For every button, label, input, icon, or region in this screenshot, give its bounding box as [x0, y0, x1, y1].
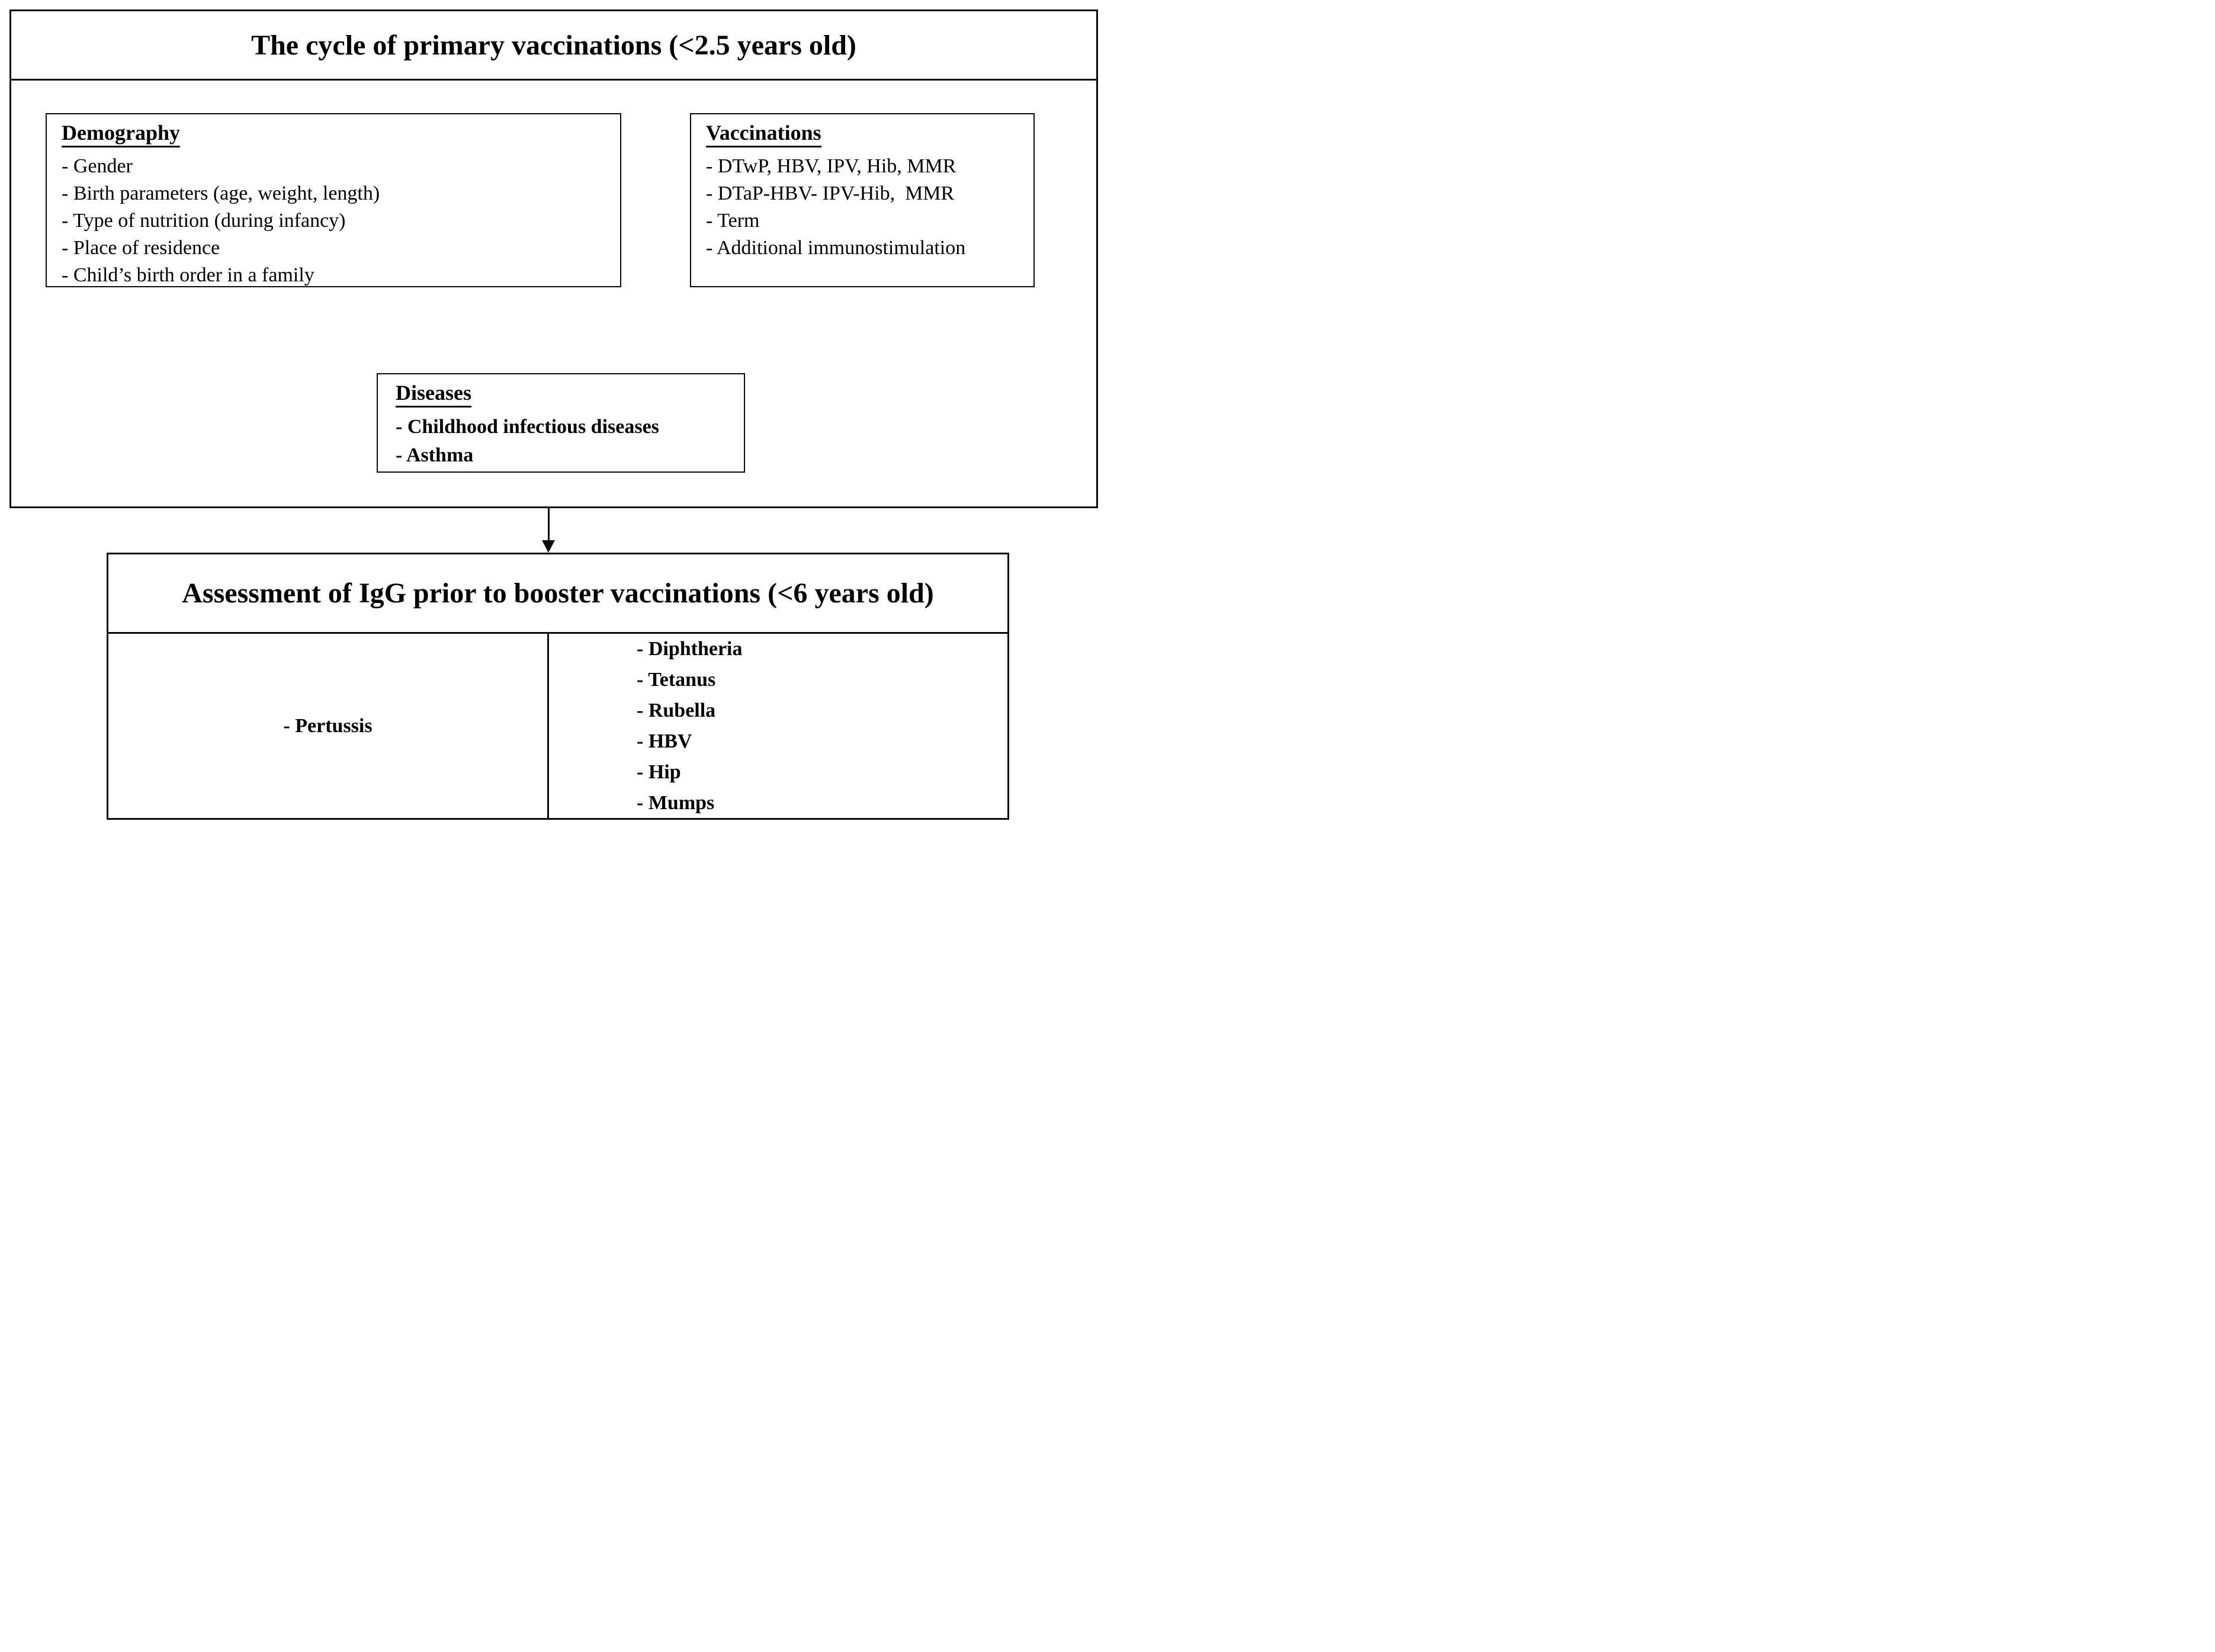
list-item: - Child’s birth order in a family: [62, 264, 314, 286]
igg-assessment-title: Assessment of IgG prior to booster vacci…: [182, 578, 934, 609]
diseases-heading: Diseases: [396, 381, 471, 408]
primary-vaccinations-title: The cycle of primary vaccinations (<2.5 …: [251, 29, 856, 61]
vaccination-study-diagram: The cycle of primary vaccinations (<2.5 …: [0, 0, 1108, 826]
demography-list: - Gender - Birth parameters (age, weight,…: [62, 153, 614, 289]
list-item: - Rubella: [637, 699, 716, 721]
vaccinations-list: - DTwP, HBV, IPV, Hib, MMR - DTaP-HBV- IP…: [706, 153, 1028, 262]
down-arrow-head: [542, 540, 555, 553]
list-item: - Diphtheria: [637, 637, 743, 660]
diseases-box: Diseases - Childhood infectious diseases…: [377, 373, 745, 473]
list-item: - Pertussis: [283, 714, 373, 737]
list-item: - Hip: [637, 761, 681, 783]
list-item: - Birth parameters (age, weight, length): [62, 182, 380, 204]
igg-assessment-box: Assessment of IgG prior to booster vacci…: [107, 553, 1009, 820]
list-item: - Asthma: [396, 444, 474, 466]
primary-vaccinations-header: The cycle of primary vaccinations (<2.5 …: [11, 11, 1096, 81]
vaccinations-box: Vaccinations - DTwP, HBV, IPV, Hib, MMR-…: [690, 113, 1035, 287]
vaccinations-heading: Vaccinations: [706, 121, 821, 147]
igg-right-column: - Diphtheria - Tetanus - Rubella - HBV - Hip…: [549, 634, 1007, 818]
list-item: - Additional immunostimulation: [706, 236, 966, 259]
list-item: - Term: [706, 209, 760, 232]
demography-box: Demography - Gender - Birth parameters (a…: [46, 113, 621, 287]
igg-assessment-columns: - Pertussis - Diphtheria - Tetanus - Rubel…: [108, 634, 1007, 818]
list-item: - Gender: [62, 155, 133, 177]
igg-left-column: - Pertussis: [108, 634, 549, 818]
igg-right-list: - Diphtheria - Tetanus - Rubella - HBV - Hip…: [637, 634, 1007, 819]
list-item: - DTaP-HBV- IPV-Hib, MMR: [706, 182, 955, 204]
list-item: - Mumps: [637, 791, 715, 814]
demography-heading: Demography: [62, 121, 180, 147]
list-item: - Childhood infectious diseases: [396, 415, 659, 438]
igg-left-list: - Pertussis: [283, 714, 372, 738]
list-item: - Type of nutrition (during infancy): [62, 209, 346, 232]
list-item: - DTwP, HBV, IPV, Hib, MMR: [706, 155, 956, 177]
list-item: - HBV: [637, 730, 692, 752]
down-arrow-shaft: [548, 508, 550, 543]
list-item: - Place of residence: [62, 236, 220, 259]
igg-assessment-header: Assessment of IgG prior to booster vacci…: [108, 554, 1007, 634]
diseases-list: - Childhood infectious diseases - Asthma: [396, 413, 738, 470]
list-item: - Tetanus: [637, 668, 716, 691]
